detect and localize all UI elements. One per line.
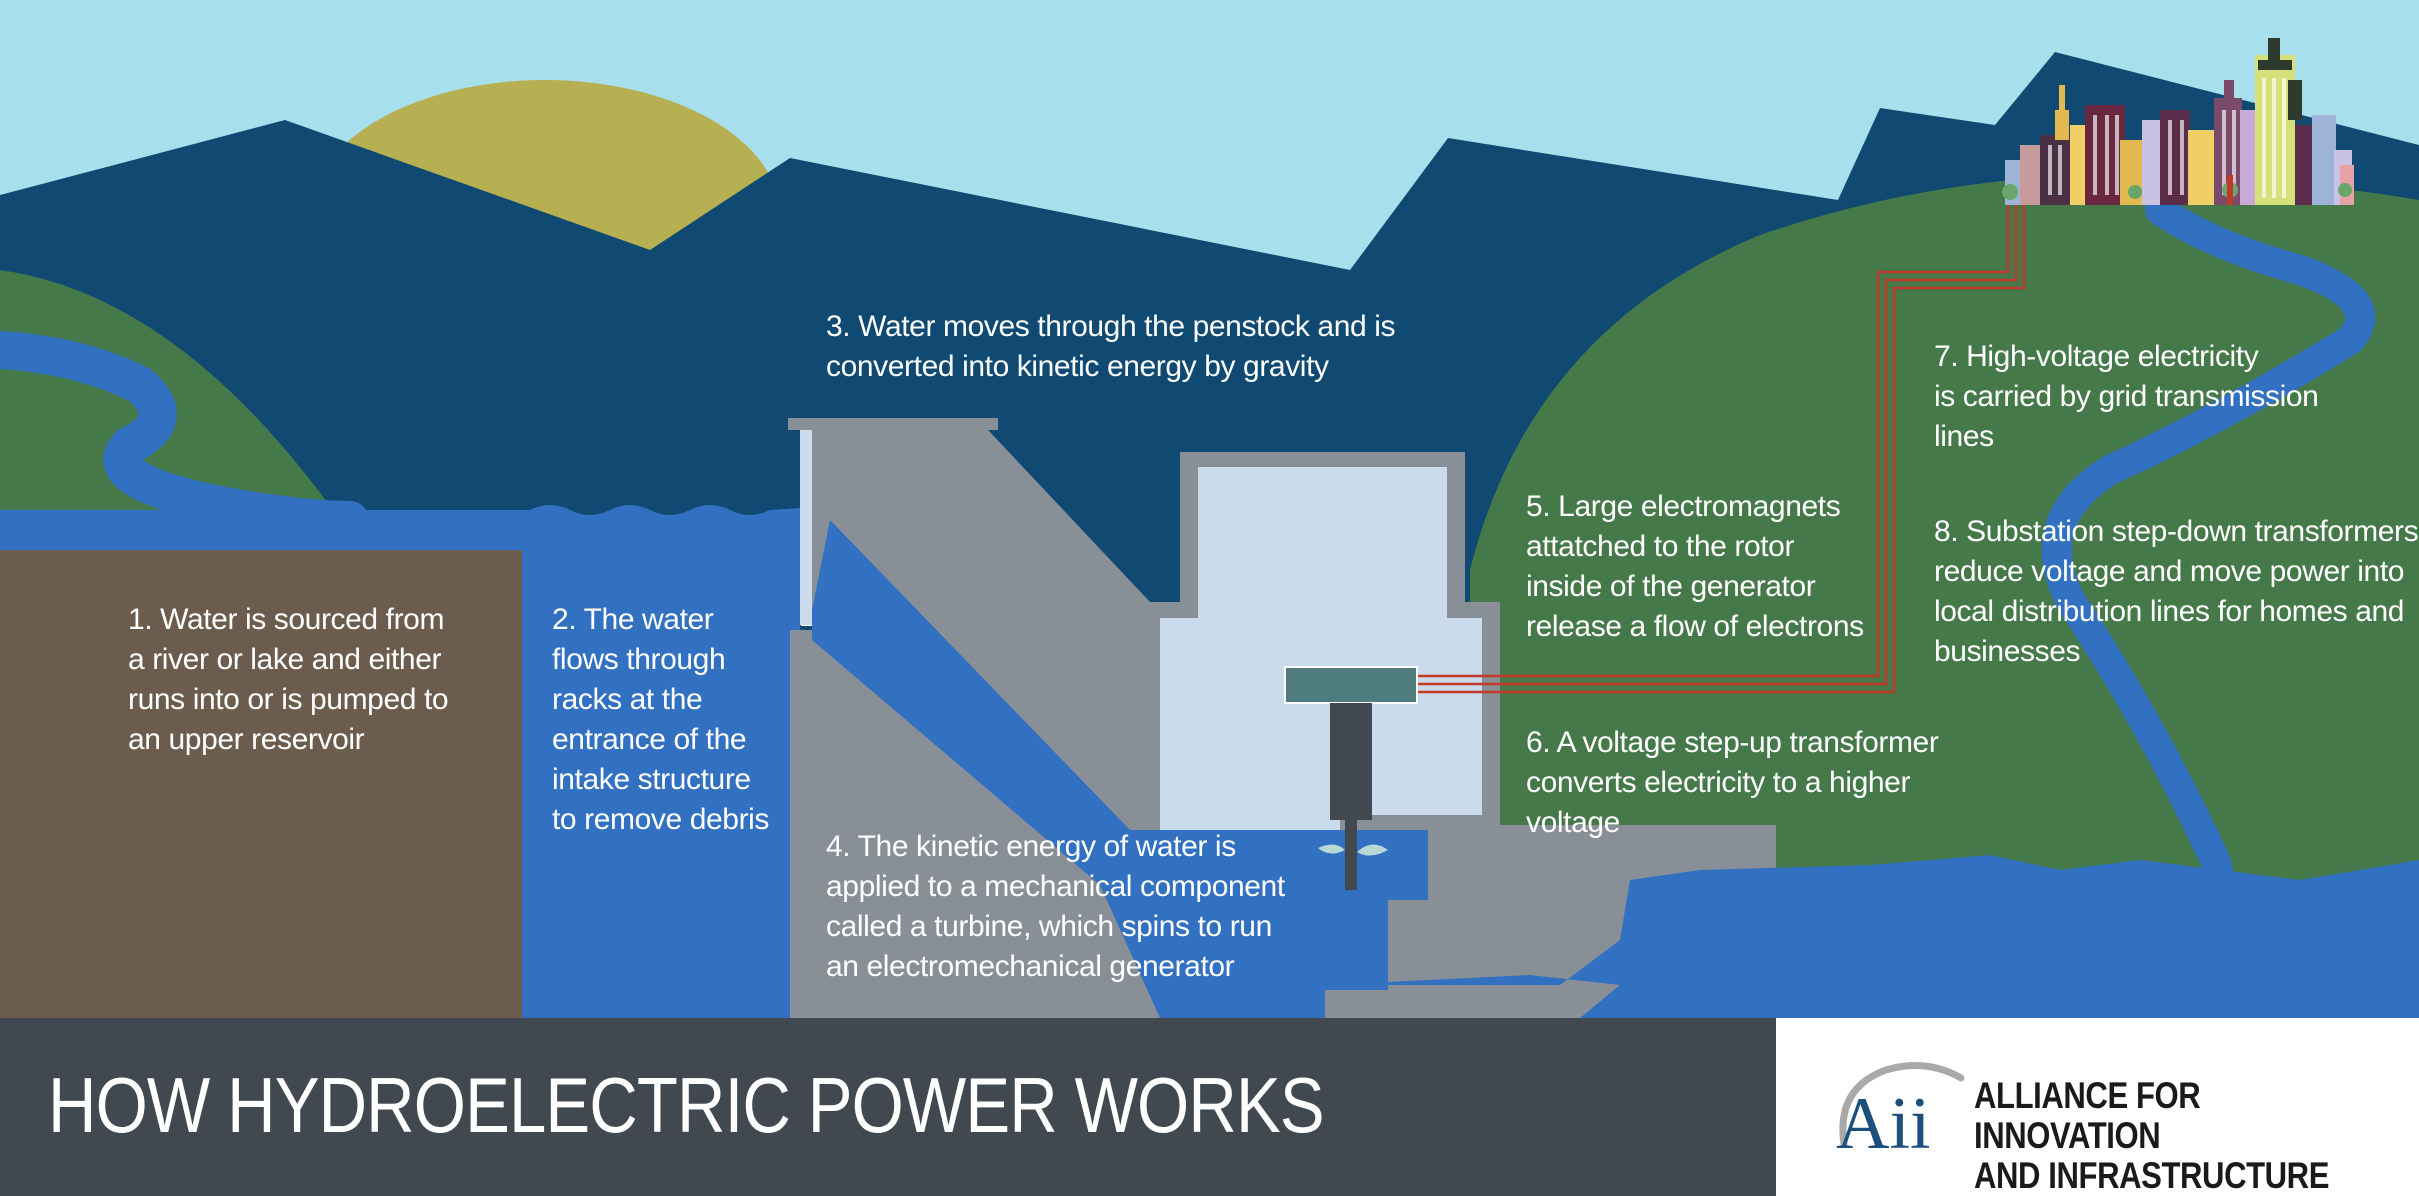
footer-bar [0, 1018, 1776, 1196]
powerhouse-interior [1160, 467, 1482, 835]
page-title: HOW HYDROELECTRIC POWER WORKS [48, 1061, 1325, 1149]
turbine-blade-right [1357, 844, 1388, 856]
turbine-axle [1345, 820, 1357, 890]
logo-mark-icon: Aii [1836, 1062, 1965, 1165]
step-8-substation: 8. Substation step-down transformers red… [1934, 515, 2419, 668]
right-river [1785, 195, 2375, 975]
step-6-step-up-transformer: 6. A voltage step-up transformer convert… [1526, 726, 1939, 839]
dam-crest [788, 418, 998, 430]
powerhouse-right-wall [1447, 452, 1465, 602]
penstock [812, 520, 1220, 1018]
city-skyline [2002, 38, 2354, 205]
step-4-turbine: 4. The kinetic energy of water is applie… [826, 830, 1285, 983]
step-7-transmission: 7. High-voltage electricity is carried b… [1934, 340, 2319, 453]
step-5-generator: 5. Large electromagnets attatched to the… [1526, 490, 1864, 643]
logo-panel: Aii ALLIANCE FOR INNOVATION AND INFRASTR… [1776, 1018, 2419, 1196]
org-name: ALLIANCE FOR INNOVATION AND INFRASTRUCTU… [1974, 1075, 2330, 1196]
powerhouse-roof [1180, 452, 1465, 467]
tailrace [1220, 830, 1428, 1018]
transmission-lines [1418, 205, 2026, 694]
step-1-water-source: 1. Water is sourced from a river or lake… [128, 603, 449, 756]
step-2-intake-racks: 2. The water flows through racks at the … [552, 603, 770, 836]
earth-block [0, 550, 522, 1018]
powerhouse-left-wall [1180, 452, 1198, 602]
turbine-shaft [1330, 703, 1372, 820]
logo-mark-text: Aii [1836, 1083, 1931, 1165]
intake-gate [800, 430, 812, 625]
turbine-blade-left [1318, 844, 1345, 854]
generator [1284, 666, 1418, 704]
step-3-penstock: 3. Water moves through the penstock and … [826, 310, 1396, 383]
